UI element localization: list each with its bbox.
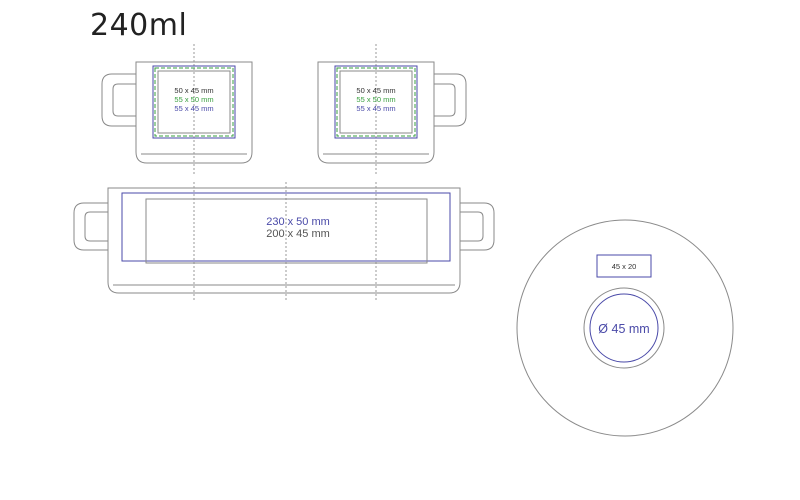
- side-size-line2: 55 x 50 mm: [356, 95, 395, 104]
- bottom-outer-circle: [516, 219, 734, 437]
- front-size-line2: 55 x 50 mm: [174, 95, 213, 104]
- side-print-area-outer: [334, 65, 418, 139]
- bottom-rect-print-area: [596, 254, 652, 278]
- front-mug-body: [135, 61, 253, 164]
- bottom-rect-label: 45 x 20: [612, 262, 637, 271]
- front-size-line3: 55 x 45 mm: [174, 104, 213, 113]
- wrap-mug-body: [107, 187, 461, 294]
- front-print-area-outer: [152, 65, 236, 139]
- side-view-mug: 50 x 45 mm 55 x 50 mm 55 x 45 mm: [317, 44, 467, 175]
- front-print-area-green: [154, 67, 234, 137]
- wrap-view-mug: 230 x 50 mm 200 x 45 mm: [73, 182, 495, 300]
- wrap-right-handle: [460, 202, 495, 251]
- front-mug-handle-inner: [112, 83, 136, 117]
- front-print-area-inner: [157, 70, 231, 134]
- front-mug-handle: [101, 73, 136, 127]
- wrap-size-line2: 200 x 45 mm: [266, 228, 330, 240]
- side-size-line3: 55 x 45 mm: [356, 104, 395, 113]
- side-size-line1: 50 x 45 mm: [356, 86, 395, 95]
- front-size-line1: 50 x 45 mm: [174, 86, 213, 95]
- bottom-circle-label: Ø 45 mm: [598, 322, 649, 336]
- bottom-view-mug: 45 x 20 Ø 45 mm: [516, 219, 734, 437]
- bottom-circle-outer: [583, 287, 665, 369]
- front-view-mug: 50 x 45 mm 55 x 50 mm 55 x 45 mm: [101, 44, 253, 175]
- side-print-area-inner: [339, 70, 413, 134]
- side-mug-body: [317, 61, 435, 164]
- wrap-left-handle-inner: [84, 211, 108, 242]
- wrap-print-area-outer: [121, 192, 451, 262]
- side-mug-handle: [434, 73, 467, 127]
- wrap-print-area-inner: [145, 198, 428, 264]
- wrap-right-handle-inner: [460, 211, 484, 242]
- side-mug-handle-inner: [434, 83, 456, 117]
- wrap-left-handle: [73, 202, 108, 251]
- capacity-title: 240ml: [90, 8, 188, 43]
- wrap-size-line1: 230 x 50 mm: [266, 216, 330, 228]
- side-print-area-green: [336, 67, 416, 137]
- bottom-circle-print-area: [589, 293, 659, 363]
